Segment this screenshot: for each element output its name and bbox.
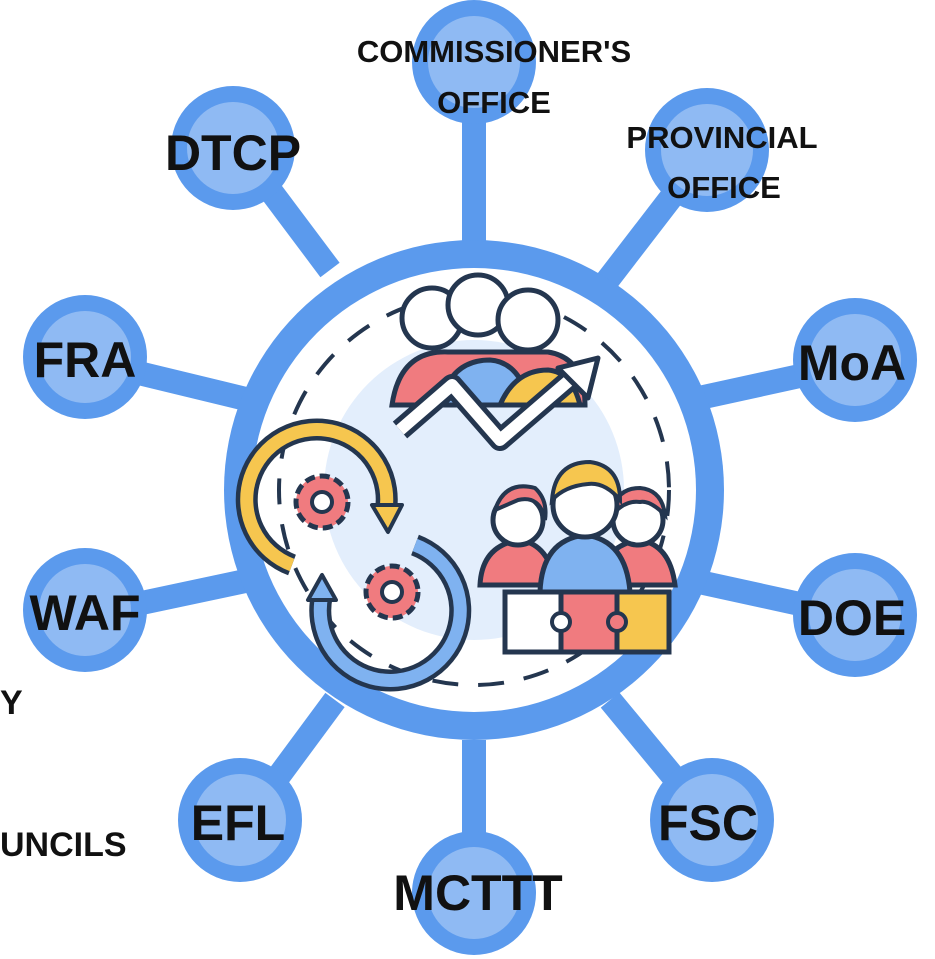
node-commissioners-office xyxy=(412,0,536,124)
node-mcttt xyxy=(412,831,536,955)
team-growth-icon xyxy=(389,272,601,451)
node-fsc xyxy=(650,758,774,882)
label-provincial-office-line1: PROVINCIAL xyxy=(626,120,817,155)
node-waf xyxy=(23,548,147,672)
label-mcttt: MCTTT xyxy=(393,865,562,921)
label-commissioners-office-line1: COMMISSIONER'S xyxy=(357,34,631,69)
label-fsc: FSC xyxy=(658,795,758,851)
node-efl xyxy=(178,758,302,882)
node-fra xyxy=(23,295,147,419)
hub-dashed-ring xyxy=(277,293,671,687)
gear-icon xyxy=(363,563,421,621)
process-cycle-icon xyxy=(235,418,472,692)
label-doe: DOE xyxy=(798,590,906,646)
label-fra: FRA xyxy=(34,332,137,388)
node-moa xyxy=(793,298,917,422)
label-waf: WAF xyxy=(29,585,140,641)
label-efl: EFL xyxy=(191,795,285,851)
label-commissioners-office-line2: OFFICE xyxy=(437,85,551,120)
team-collaboration-icon xyxy=(477,459,678,655)
nodes xyxy=(23,0,917,955)
node-doe xyxy=(793,553,917,677)
node-dtcp xyxy=(171,86,295,210)
node-provincial-office xyxy=(645,88,769,212)
edge-text-fragment-2: UNCILS xyxy=(0,826,127,864)
label-provincial-office-line2: OFFICE xyxy=(667,170,781,205)
gear-icon xyxy=(293,473,351,531)
label-moa: MoA xyxy=(798,335,906,391)
label-dtcp: DTCP xyxy=(165,125,301,181)
labels: COMMISSIONER'S OFFICE PROVINCIAL OFFICE … xyxy=(0,34,906,921)
edge-text-fragment-1: Y xyxy=(0,684,23,722)
